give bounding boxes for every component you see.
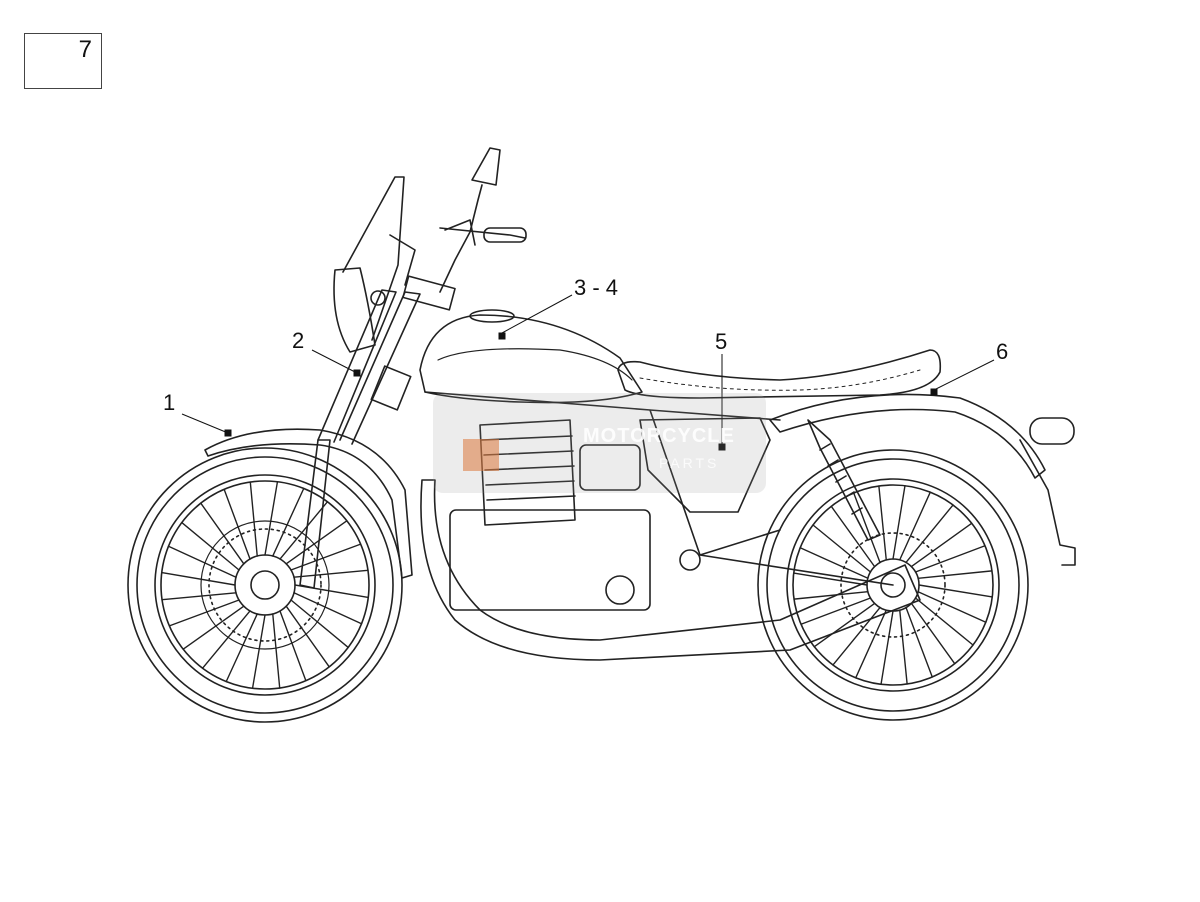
callout-5: 5	[715, 329, 728, 354]
fuel-tank	[419, 314, 643, 404]
rear-shock	[807, 419, 881, 541]
front-fender	[204, 428, 413, 579]
callout-1: 1	[163, 390, 176, 415]
page-reference-box: 7	[24, 33, 102, 89]
callout-6: 6	[996, 339, 1009, 364]
watermark: MOTORCYCLE PARTS	[433, 393, 766, 493]
frame	[424, 391, 894, 586]
marker-6	[930, 388, 938, 396]
callout-3-4: 3 - 4	[574, 275, 619, 300]
handlebar-mirror	[439, 147, 527, 293]
rear-wheel	[757, 449, 1029, 721]
marker-5	[718, 443, 726, 451]
marker-3-4	[498, 332, 506, 340]
watermark-logo	[463, 439, 499, 471]
exhaust	[420, 479, 921, 661]
headlight-windscreen	[333, 176, 416, 353]
seat	[617, 349, 942, 399]
rear-fender	[769, 393, 1046, 479]
marker-2	[353, 369, 361, 377]
front-wheel	[127, 447, 403, 723]
watermark-line1: MOTORCYCLE	[583, 425, 735, 447]
tail-light-plate	[1019, 417, 1076, 566]
page-reference-number: 7	[78, 36, 92, 63]
watermark-line2: PARTS	[659, 455, 720, 471]
callout-2: 2	[292, 328, 305, 353]
engine	[449, 419, 701, 611]
marker-1	[224, 429, 232, 437]
